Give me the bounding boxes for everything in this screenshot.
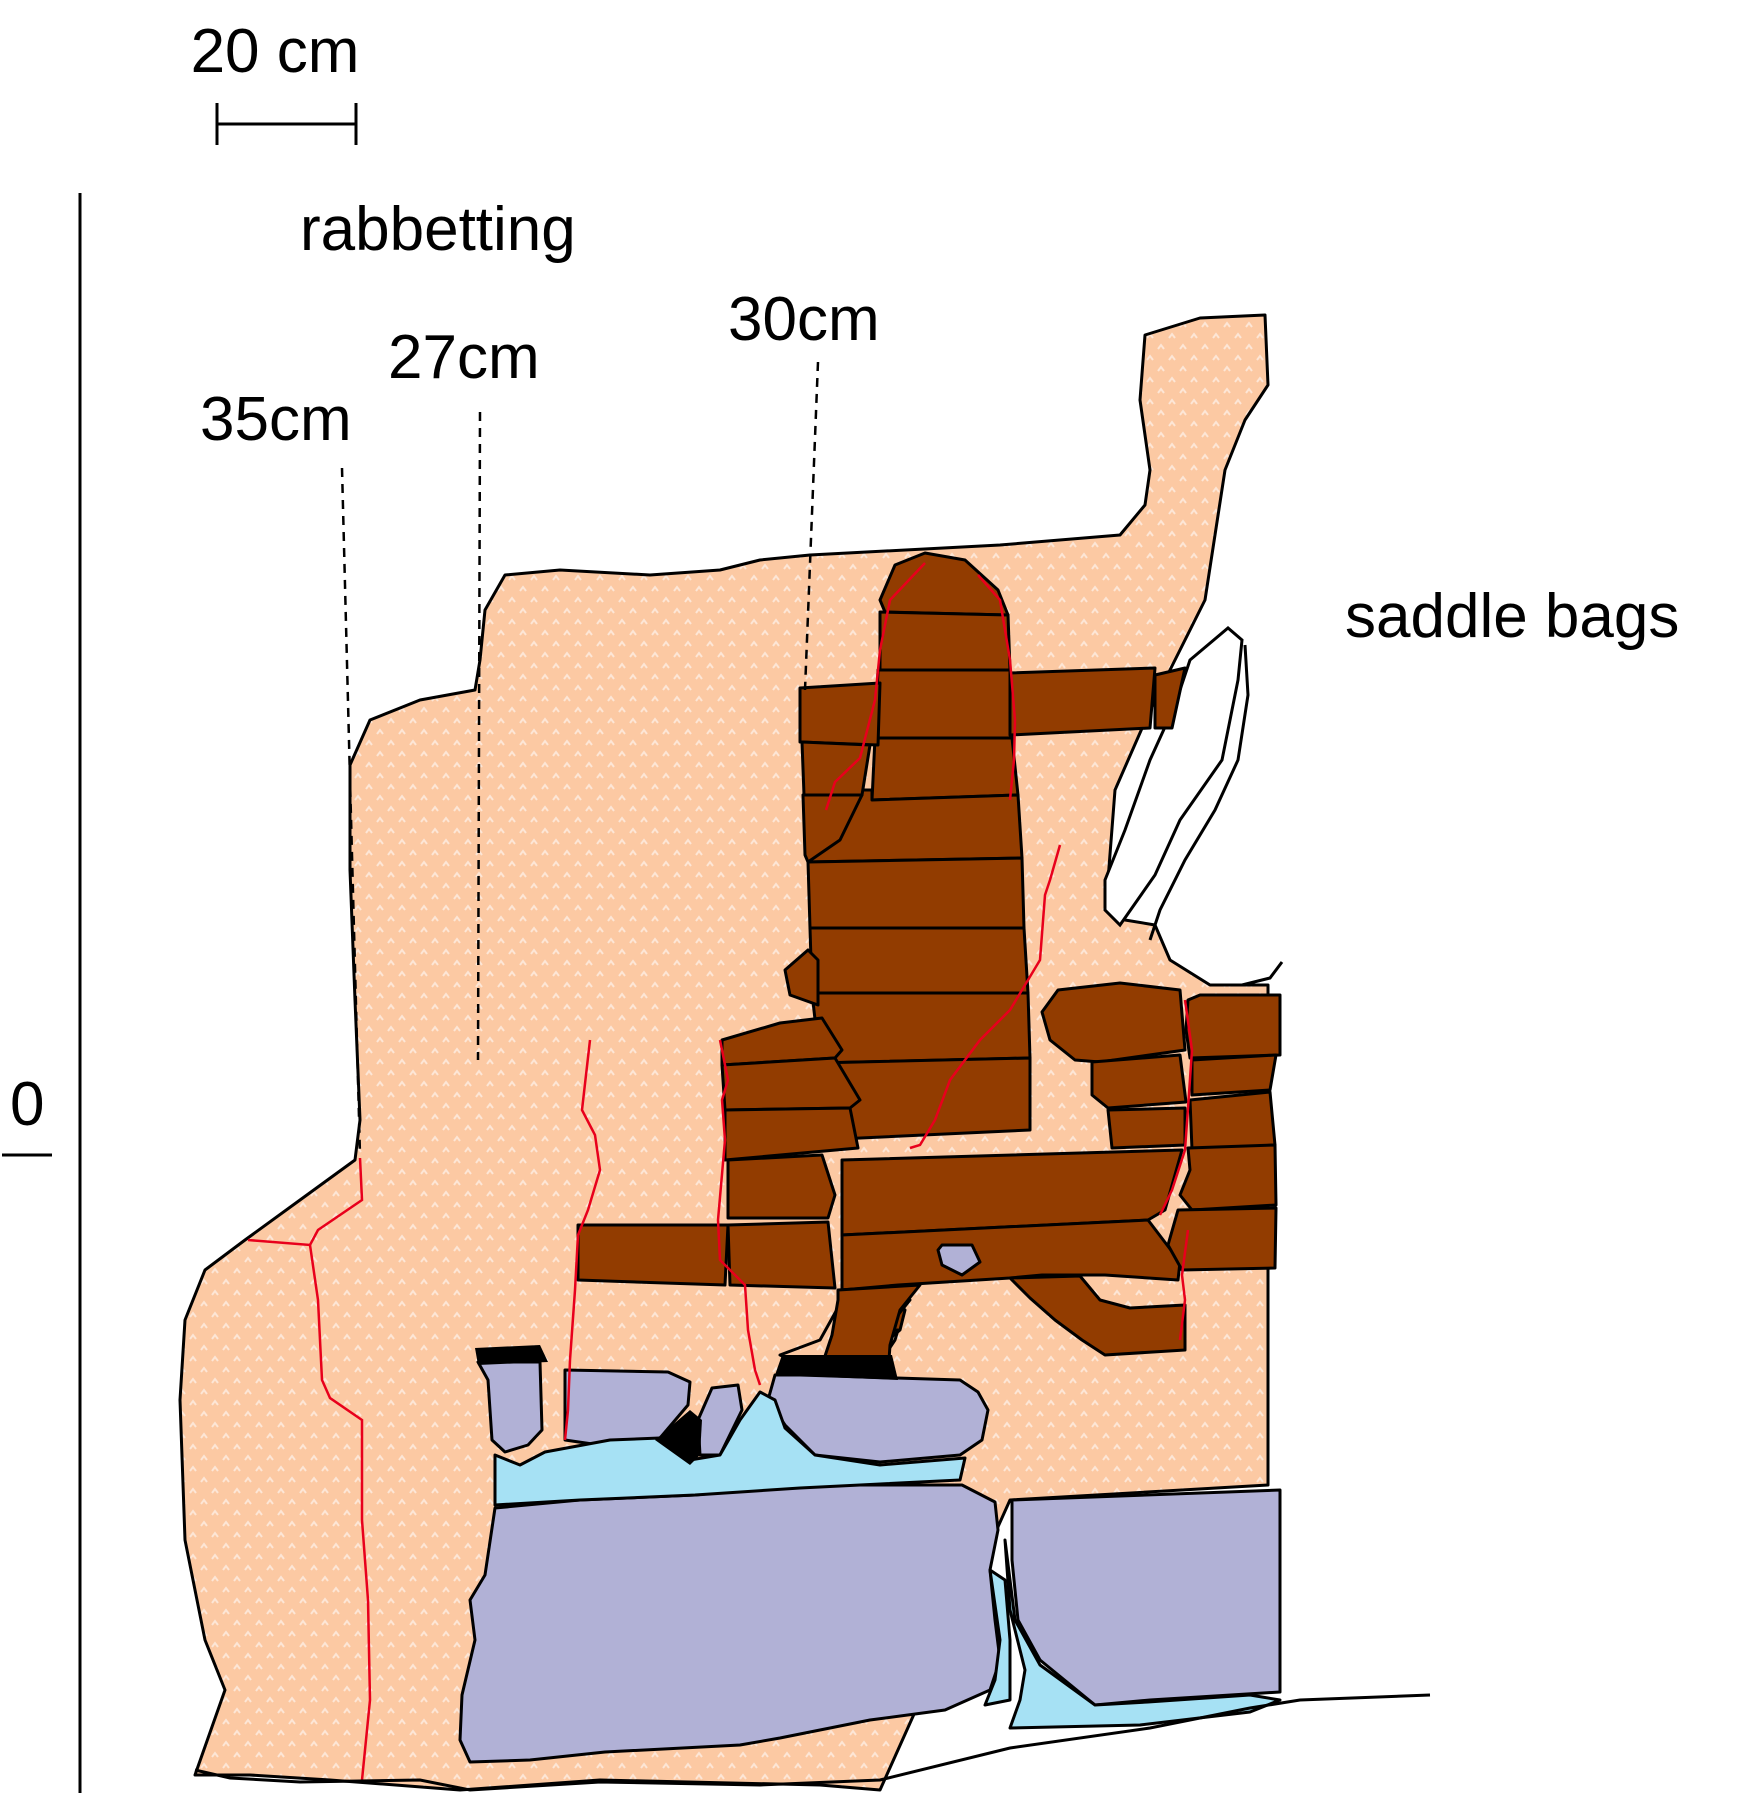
- brick: [806, 856, 1026, 930]
- brick: [870, 736, 1020, 802]
- stone-block: [458, 1483, 1002, 1764]
- scale-bar: [215, 103, 358, 145]
- right-edge-line: [1210, 961, 1284, 987]
- brick: [1008, 666, 1157, 737]
- saddle-bags-label: saddle bags: [1345, 582, 1679, 651]
- brick: [576, 1223, 730, 1287]
- black-fragment: [475, 1345, 548, 1365]
- leader-35: [340, 467, 362, 1156]
- brick: [1166, 1206, 1278, 1272]
- brick: [808, 926, 1030, 995]
- crack: [824, 562, 926, 811]
- brick: [840, 1148, 1184, 1237]
- brick: [1188, 1090, 1277, 1152]
- crack: [1158, 999, 1194, 1216]
- ground-line: [194, 1693, 1431, 1792]
- rabbetting-label: rabbetting: [300, 195, 576, 264]
- brick: [800, 740, 872, 797]
- brick: [726, 1153, 837, 1220]
- leader-30: [803, 361, 820, 691]
- brick: [810, 991, 1032, 1065]
- crack: [308, 1244, 372, 1781]
- water-infill: [493, 1390, 1282, 1730]
- zero-level-label: 0: [10, 1070, 44, 1139]
- black-fragments: [475, 1345, 898, 1465]
- crack: [563, 1039, 602, 1441]
- level-axis: [2, 193, 82, 1793]
- crack: [977, 574, 1017, 801]
- crack-lines: [247, 562, 1194, 1781]
- water-upper: [493, 1390, 967, 1507]
- crack: [716, 1039, 762, 1386]
- brick: [1040, 981, 1187, 1064]
- crack: [909, 844, 1062, 1150]
- brick: [798, 681, 882, 747]
- depth-label-27: 27cm: [388, 323, 540, 392]
- ground-outline: [194, 644, 1431, 1792]
- stone-block: [476, 1360, 544, 1454]
- brick: [1106, 1106, 1187, 1150]
- stone-blocks: [458, 1243, 1282, 1764]
- depth-label-30: 30cm: [728, 285, 880, 354]
- saddle-bag-edge: [1148, 644, 1250, 941]
- black-fragment: [775, 1355, 898, 1380]
- brick: [1153, 666, 1187, 730]
- saddle-bag-gap: [1103, 626, 1244, 928]
- brick: [720, 1056, 862, 1112]
- brick: [878, 610, 1012, 672]
- stone-small: [936, 1243, 982, 1277]
- brick: [726, 1220, 837, 1290]
- depth-label-35: 35cm: [200, 385, 352, 454]
- brick: [1090, 1053, 1188, 1110]
- crack: [1178, 1229, 1190, 1341]
- brick: [1184, 993, 1282, 1060]
- water-left-joint: [983, 1568, 1012, 1707]
- brick: [1008, 1274, 1187, 1357]
- stone-block: [563, 1368, 692, 1450]
- scale-bar-label: 20 cm: [191, 17, 360, 86]
- brick: [1178, 1143, 1278, 1212]
- black-fragment: [655, 1410, 702, 1465]
- brick: [1190, 1053, 1278, 1097]
- crack: [247, 1157, 364, 1247]
- brick: [801, 793, 864, 864]
- brick: [873, 668, 1014, 740]
- brick: [783, 948, 820, 1007]
- brick-coursing: [576, 551, 1282, 1414]
- leader-27: [476, 411, 482, 1061]
- depth-leaders: [340, 361, 820, 1156]
